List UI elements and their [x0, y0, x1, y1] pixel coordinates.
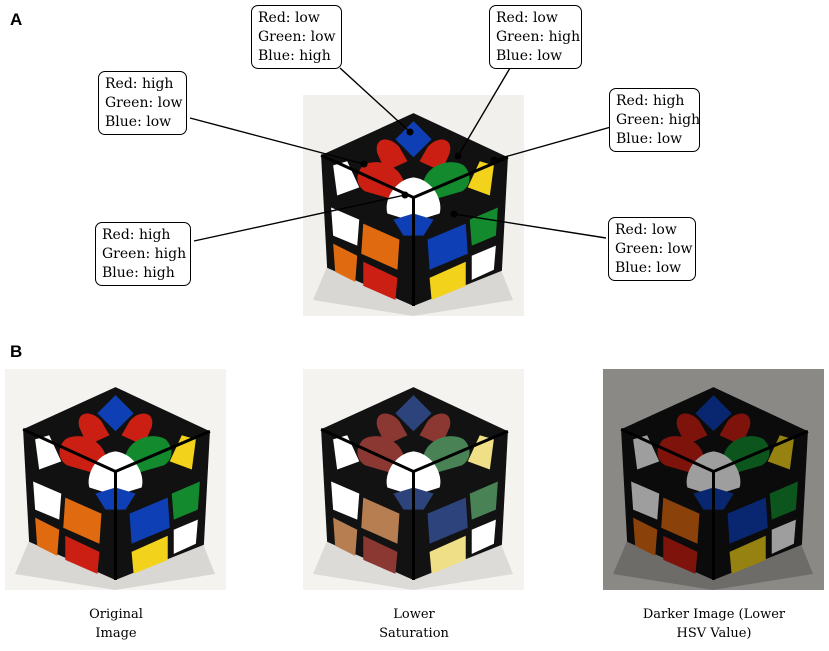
callout-green-value: Green: high: [102, 246, 187, 262]
lower-saturation-image: [303, 369, 524, 590]
panel-a-label: A: [10, 10, 23, 29]
callout-black-plastic: Red: low Green: low Blue: low: [608, 217, 696, 281]
caption-line: Original: [89, 607, 143, 622]
caption-line: Lower: [393, 607, 435, 622]
caption-line: Image: [95, 626, 137, 641]
callout-blue-value: Blue: high: [102, 265, 175, 281]
caption-darker-image: Darker Image (Lower HSV Value): [606, 605, 822, 643]
callout-blue-value: Blue: low: [615, 260, 682, 276]
callout-red-value: Red: low: [615, 222, 677, 238]
caption-line: Darker Image (Lower: [642, 607, 786, 622]
panel-a-cube-photo: [303, 95, 524, 316]
callout-yellow-sticker: Red: high Green: high Blue: low: [609, 88, 700, 152]
caption-line: Saturation: [379, 626, 449, 641]
callout-green-value: Green: low: [258, 29, 336, 45]
callout-green-sticker: Red: low Green: high Blue: low: [489, 5, 582, 69]
caption-lower-saturation: Lower Saturation: [334, 605, 494, 643]
callout-white-sticker: Red: high Green: high Blue: high: [95, 222, 191, 286]
caption-line: HSV Value): [676, 626, 752, 641]
callout-blue-value: Blue: high: [258, 48, 331, 64]
original-image: [5, 369, 226, 590]
callout-red-value: Red: low: [258, 10, 320, 26]
callout-red-value: Red: high: [102, 227, 171, 243]
callout-green-value: Green: low: [615, 241, 693, 257]
callout-green-value: Green: high: [496, 29, 581, 45]
callout-blue-value: Blue: low: [105, 114, 172, 130]
callout-red-value: Red: high: [105, 76, 174, 92]
callout-blue-sticker: Red: low Green: low Blue: high: [251, 5, 342, 69]
callout-blue-value: Blue: low: [496, 48, 563, 64]
darker-image: [603, 369, 824, 590]
callout-blue-value: Blue: low: [616, 131, 683, 147]
callout-red-sticker: Red: high Green: low Blue: low: [98, 71, 187, 135]
callout-green-value: Green: low: [105, 95, 183, 111]
callout-green-value: Green: high: [616, 112, 701, 128]
panel-b-label: B: [10, 342, 23, 361]
callout-red-value: Red: low: [496, 10, 558, 26]
callout-red-value: Red: high: [616, 93, 685, 109]
caption-original: Original Image: [36, 605, 196, 643]
